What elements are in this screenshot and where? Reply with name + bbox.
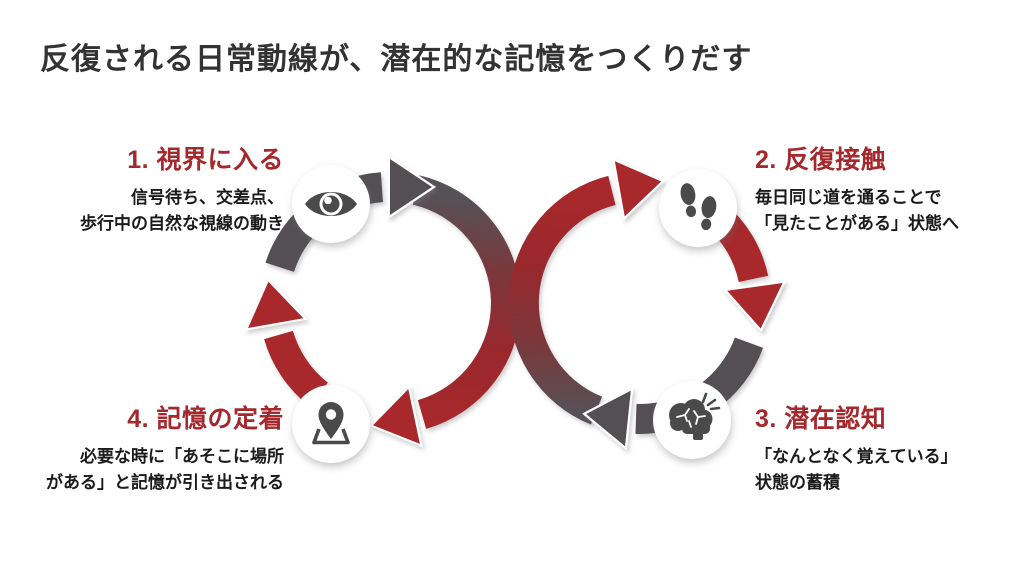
step-3-desc-line-1: 「なんとなく覚えている」 [755,447,958,466]
step-1-heading: 1. 視界に入る [127,146,284,174]
icon-badge [659,169,737,247]
step-1-desc-line-1: 信号待ち、交差点、 [131,188,284,207]
step-1-block: 1. 視界に入る 信号待ち、交差点、 歩行中の自然な視線の動き [38,140,284,237]
page-title: 反復される日常動線が、潜在的な記憶をつくりだす [40,43,753,76]
step-2-desc-line-2: 「見たことがある」状態へ [755,214,959,233]
right-loop-crossing-arc [508,175,616,425]
step-2-heading: 2. 反復接触 [755,146,887,174]
arrow-left-to-pin-icon [369,384,423,448]
brain-icon [653,381,731,459]
arrow-right-top-left-icon [387,154,437,220]
eye-icon [292,165,370,243]
step-3-description: 「なんとなく覚えている」 状態の蓄積 [755,444,1017,496]
step-4-desc-line-2: がある」と記憶が引き出される [46,473,284,492]
step-4-heading: 4. 記憶の定着 [127,405,284,433]
arrow-up-icon [244,277,308,331]
step-2-desc-line-1: 毎日同じ道を通ることで [755,188,942,207]
step-3-heading: 3. 潜在認知 [755,405,887,433]
step-3-desc-line-2: 状態の蓄積 [755,473,840,492]
step-4-block: 4. 記憶の定着 必要な時に「あそこに場所 がある」と記憶が引き出される [26,399,284,496]
step-1-desc-line-2: 歩行中の自然な視線の動き [80,214,284,233]
left-loop-crossing-arc [412,175,521,429]
step-2-block: 2. 反復接触 毎日同じ道を通ることで 「見たことがある」状態へ [755,140,1007,237]
arrow-down-icon [722,280,787,333]
left-loop-red-arc [264,330,329,407]
step-3-block: 3. 潜在認知 「なんとなく覚えている」 状態の蓄積 [755,399,1017,496]
step-1-description: 信号待ち、交差点、 歩行中の自然な視線の動き [38,185,284,237]
step-4-description: 必要な時に「あそこに場所 がある」と記憶が引き出される [26,444,284,496]
step-2-description: 毎日同じ道を通ることで 「見たことがある」状態へ [755,185,1007,237]
arrow-right-to-footprints-icon [611,157,666,221]
footprints-icon [659,169,737,247]
map-pin-icon [292,385,370,463]
step-4-desc-line-1: 必要な時に「あそこに場所 [80,447,284,466]
arrow-left-bottom-icon [582,386,634,451]
